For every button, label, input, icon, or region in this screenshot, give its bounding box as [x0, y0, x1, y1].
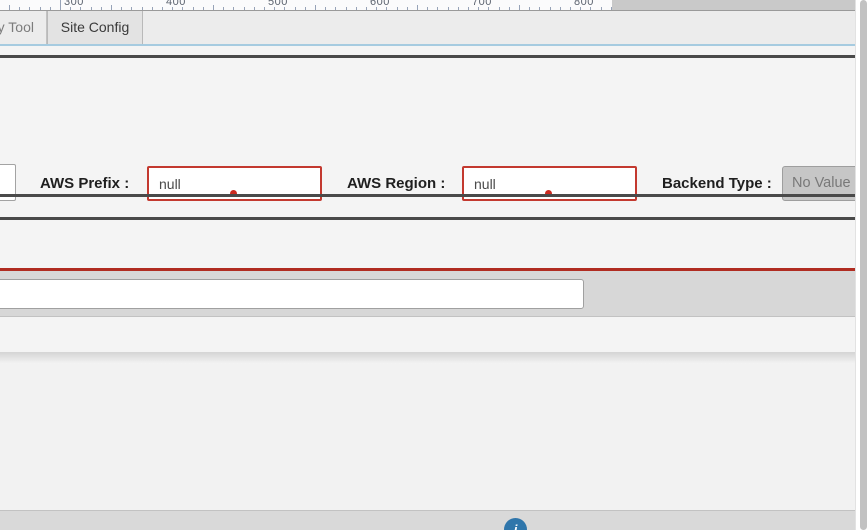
ruler-tick-label: 500 — [268, 0, 288, 8]
ruler-tick — [325, 7, 327, 10]
ruler-tick-label: 300 — [64, 0, 84, 8]
ruler-tick — [9, 5, 10, 10]
ruler-tick — [223, 7, 225, 10]
ruler-tick — [131, 7, 133, 10]
ruler-tick — [243, 7, 245, 10]
ruler-tick — [488, 7, 490, 10]
filter-input[interactable] — [0, 279, 584, 309]
ruler-tick — [345, 7, 347, 10]
ruler-tick — [172, 7, 174, 10]
ruler-tick — [141, 7, 143, 10]
ruler-tick — [539, 7, 541, 10]
tab-bar: y Tool Site Config — [0, 11, 855, 44]
ruler-tick — [600, 7, 602, 10]
clipped-input-stub[interactable] — [0, 164, 16, 201]
footer-bar — [0, 510, 855, 530]
separator-dark-2 — [0, 194, 855, 197]
ruler-tick — [529, 7, 531, 10]
ruler-tick — [315, 5, 316, 10]
scrollbar-thumb[interactable] — [860, 0, 867, 530]
aws-prefix-error-dot — [230, 190, 237, 197]
ruler-tick — [478, 7, 480, 10]
ruler-tick — [437, 7, 439, 10]
aws-region-label: AWS Region : — [347, 175, 446, 192]
ruler-tick — [335, 7, 337, 10]
ruler-tick — [192, 7, 194, 10]
ruler-tick — [121, 7, 123, 10]
ruler-tick — [264, 7, 265, 10]
ruler-tick — [253, 7, 255, 10]
ruler-tick — [60, 0, 61, 10]
ruler-tick — [406, 7, 408, 10]
ruler-tick-label: 700 — [472, 0, 492, 8]
ruler-tick — [90, 7, 92, 10]
ruler-tick — [559, 7, 561, 10]
separator-dark-3 — [0, 217, 855, 220]
ruler-tick — [182, 7, 184, 10]
ruler-tick — [590, 7, 592, 10]
ruler-tick — [427, 7, 429, 10]
ruler-tick — [304, 7, 306, 10]
ruler-tick — [284, 7, 286, 10]
panel-shadow — [0, 352, 855, 364]
ruler-tick — [39, 7, 41, 10]
ruler-tick — [100, 7, 102, 10]
ruler-tick — [213, 5, 214, 10]
ruler-tick — [386, 7, 388, 10]
lower-empty-area — [0, 364, 855, 510]
ruler-tick — [508, 7, 510, 10]
tab-survey-tool[interactable]: y Tool — [0, 11, 47, 44]
ruler-tick — [19, 7, 21, 10]
ruler-tick — [498, 7, 500, 10]
ruler-tick — [376, 7, 378, 10]
ruler-tick — [202, 7, 204, 10]
ruler-tick — [570, 7, 571, 10]
horizontal-ruler: 300 400 500 600 700 800 — [0, 0, 612, 10]
backend-type-label: Backend Type : — [662, 175, 772, 192]
ruler-tick — [70, 7, 72, 10]
ruler-tick — [549, 7, 551, 10]
aws-region-error-dot — [545, 190, 552, 197]
ruler-tick — [457, 7, 459, 10]
ruler-tick — [162, 7, 163, 10]
ruler-tick — [417, 5, 418, 10]
ruler-tick — [580, 7, 582, 10]
ruler-tick — [29, 7, 31, 10]
ruler-tick-label: 800 — [574, 0, 594, 8]
ruler-tick — [366, 7, 367, 10]
ruler-tick — [610, 7, 612, 10]
ruler-tick-label: 600 — [370, 0, 390, 8]
ruler-tick — [233, 7, 235, 10]
ruler-tick — [396, 7, 398, 10]
ruler-tick — [274, 7, 276, 10]
ruler-tick — [294, 7, 296, 10]
ruler-tick — [355, 7, 357, 10]
separator-red — [0, 268, 855, 271]
ruler-tick — [468, 7, 469, 10]
separator-dark-1 — [0, 55, 855, 58]
ruler-tick-label: 400 — [166, 0, 186, 8]
ruler-tick — [80, 7, 82, 10]
ruler-right-strip — [612, 0, 855, 10]
ruler-tick — [519, 5, 520, 10]
scrollbar-track[interactable] — [855, 0, 867, 530]
ruler-tick — [111, 5, 112, 10]
info-button[interactable]: i — [504, 518, 527, 530]
ruler-tick — [151, 7, 153, 10]
aws-prefix-label: AWS Prefix : — [40, 175, 130, 192]
ruler-tick — [49, 7, 51, 10]
tab-survey-tool-label: y Tool — [0, 19, 34, 35]
tab-site-config-label: Site Config — [60, 19, 130, 35]
ruler-underline — [0, 10, 855, 11]
tab-site-config[interactable]: Site Config — [47, 11, 143, 44]
ruler-tick — [447, 7, 449, 10]
info-icon: i — [513, 522, 518, 530]
tab-highlight-line — [0, 44, 855, 46]
